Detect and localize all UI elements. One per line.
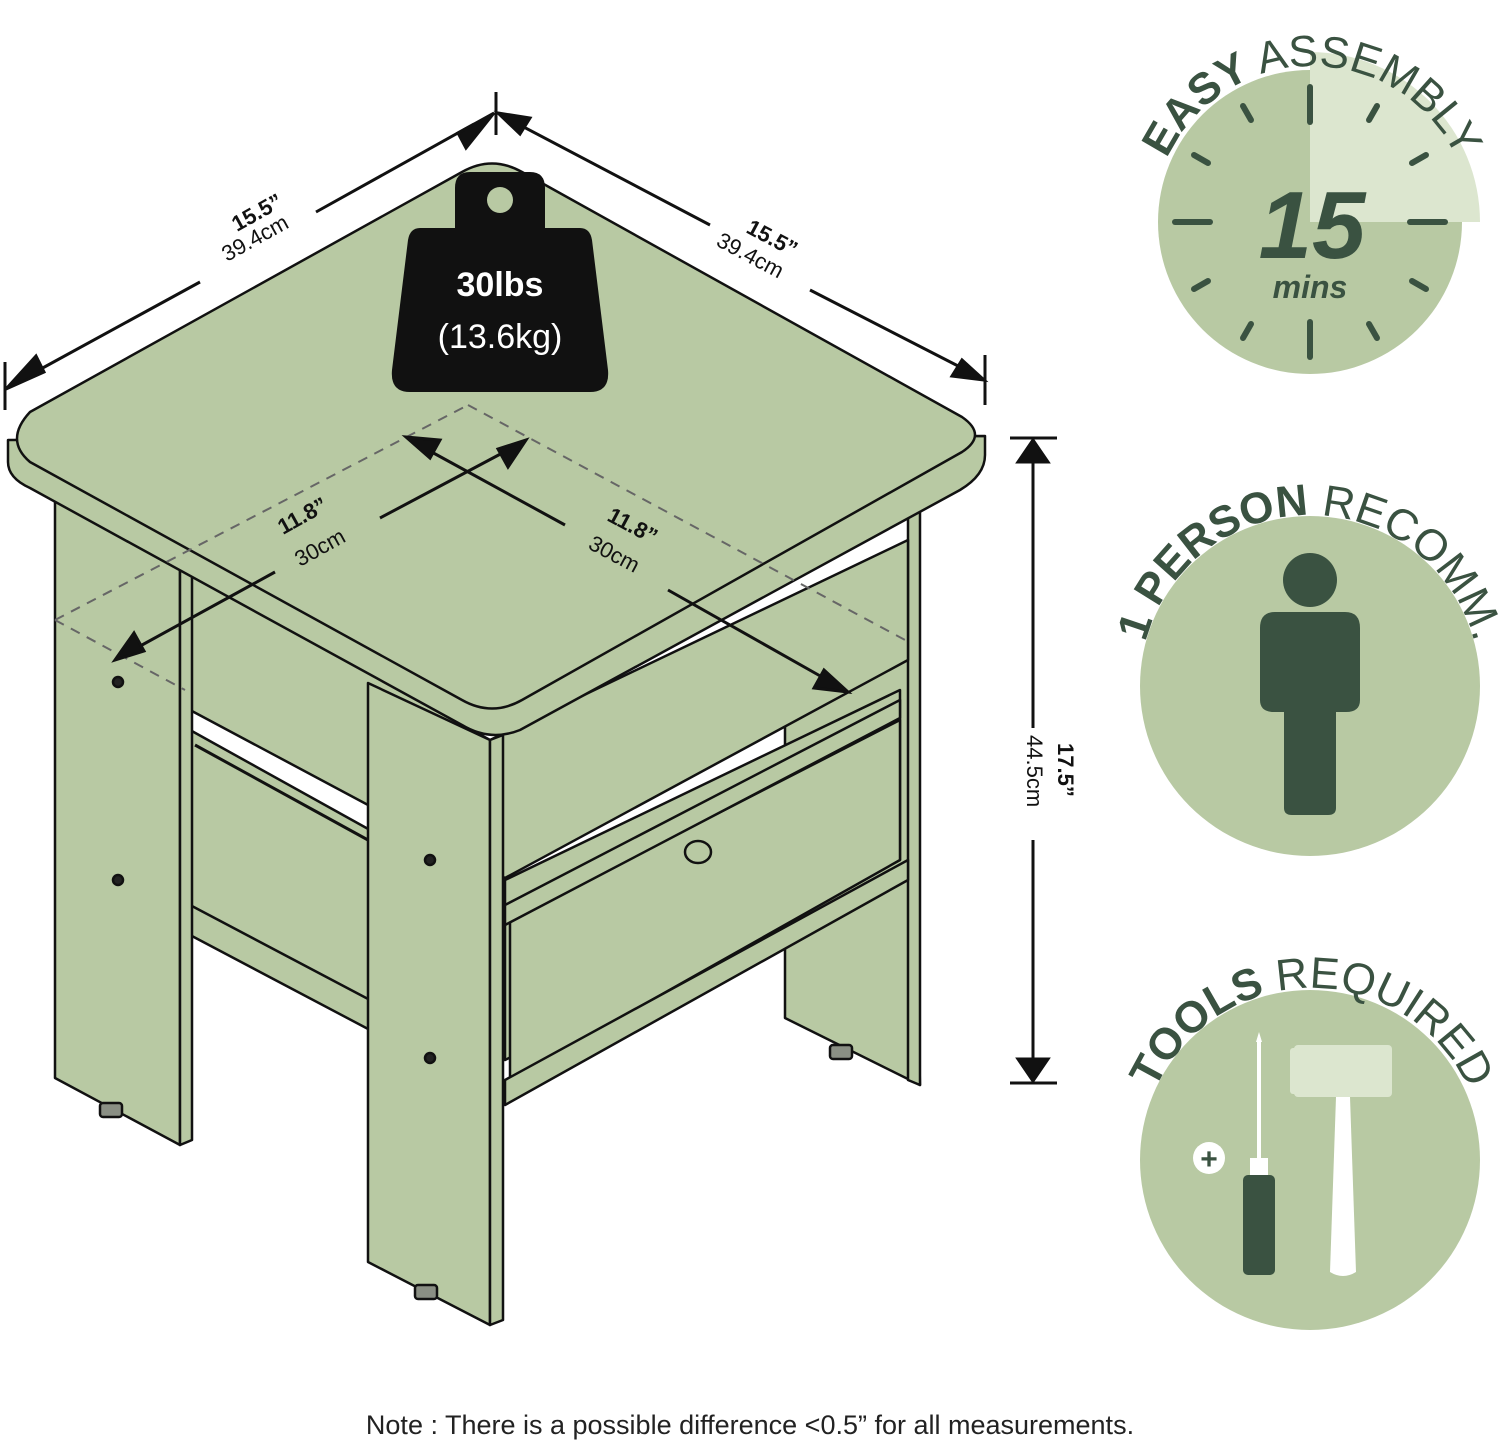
weight-kg: (13.6kg) <box>438 318 563 356</box>
plus-badge: + <box>1193 1142 1225 1176</box>
foot <box>98 1101 124 1119</box>
left-front-leg-side <box>178 566 194 1147</box>
dimension-lines <box>3 92 1057 1085</box>
dim-height-in: 17.5” <box>1053 743 1078 797</box>
person-icon <box>1260 553 1360 815</box>
weight-icon: 30lbs (13.6kg) <box>391 172 609 392</box>
plus-sign: + <box>1200 1143 1218 1176</box>
easy-assembly-badge: 15 mins EASY ASSEMBLY <box>1132 27 1492 374</box>
mallet-icon <box>1290 1045 1392 1276</box>
drawer-rail <box>503 698 902 927</box>
screw-hole <box>111 675 125 689</box>
clock-icon <box>1172 84 1448 360</box>
foot <box>413 1283 439 1301</box>
assembly-minutes: 15 <box>1259 172 1367 279</box>
front-center-leg <box>366 681 492 1327</box>
tools-badge: + TOOLS REQUIRED <box>1120 948 1500 1330</box>
measurement-note: Note : There is a possible difference <0… <box>365 1410 1135 1440</box>
assembly-unit: mins <box>1273 269 1348 305</box>
clock-quarter-highlight <box>1310 52 1480 222</box>
weight-lbs: 30lbs <box>457 266 544 304</box>
table-top-surface <box>15 162 977 710</box>
front-center-leg-side <box>488 733 505 1327</box>
drawer-pull-hole <box>683 839 713 865</box>
screw-hole <box>423 853 437 867</box>
foot <box>828 1043 854 1061</box>
end-table-illustration <box>6 162 987 1327</box>
left-front-leg <box>53 498 182 1147</box>
person-badge: 1 PERSON RECOMM. <box>1108 476 1500 856</box>
screwdriver-icon <box>1243 1032 1275 1275</box>
dim-height-cm: 44.5cm <box>1022 735 1047 807</box>
back-right-leg-side <box>906 508 922 1087</box>
screw-hole <box>423 1051 437 1065</box>
screw-hole <box>111 873 125 887</box>
bottom-shelf <box>503 858 910 1107</box>
